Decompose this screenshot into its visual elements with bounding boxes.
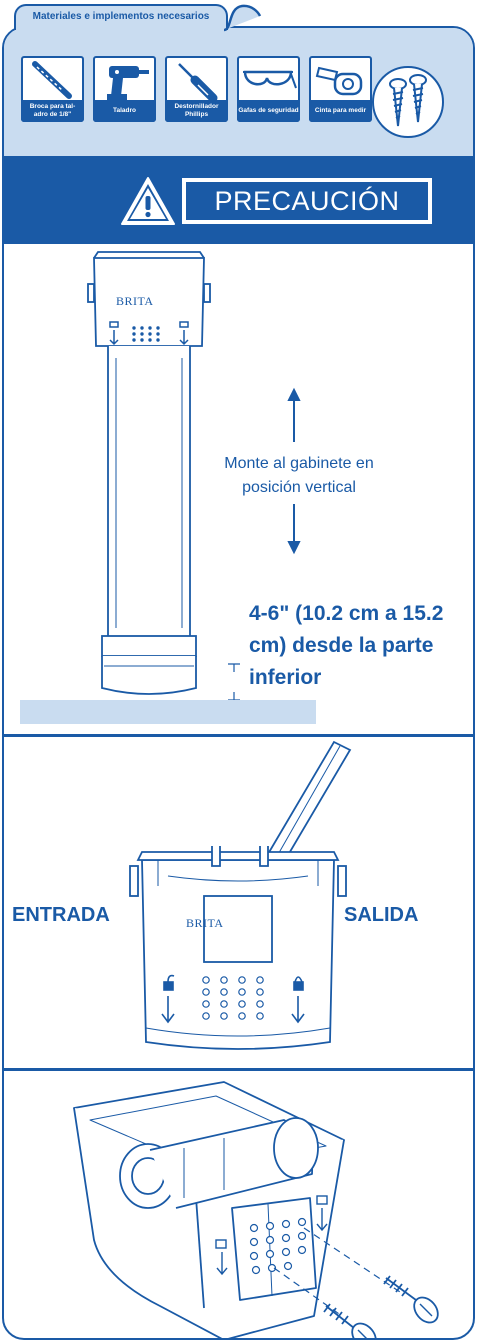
warning-icon	[121, 177, 175, 225]
brand-logo-step2: BRITA	[186, 916, 224, 931]
instruction-frame: Broca para tal- adro de 1/8" Taladro Des…	[2, 26, 475, 1340]
cabinet-floor	[20, 700, 316, 724]
filter-bracket-isometric	[73, 1081, 439, 1338]
filter-housing-vertical	[87, 251, 211, 695]
outlet-label: SALIDA	[344, 904, 419, 926]
tool-card-screwdriver: Destornillador Phillips	[165, 56, 228, 122]
tape-measure-icon	[315, 66, 363, 96]
tool-label: Broca para tal- adro de 1/8"	[21, 100, 84, 122]
tool-card-tape: Cinta para medir	[309, 56, 372, 122]
screws-icon	[389, 74, 427, 127]
brand-logo-step1: BRITA	[116, 294, 154, 309]
goggles-icon	[243, 70, 297, 89]
screws-circle	[372, 66, 444, 138]
tab-hook-icon	[223, 4, 262, 32]
panel-divider	[4, 734, 473, 737]
vertical-arrows-icon	[287, 387, 301, 555]
distance-marker-icon	[228, 663, 240, 701]
brand-text: BRITA	[116, 294, 154, 308]
panel-divider	[4, 1068, 473, 1071]
distance-instruction: 4-6" (10.2 cm a 15.2 cm) desde la parte …	[249, 602, 444, 689]
inlet-label: ENTRADA	[12, 904, 110, 926]
materials-tab: Materiales e implementos necesarios	[14, 4, 228, 30]
tool-card-drill-bit: Broca para tal- adro de 1/8"	[21, 56, 84, 122]
mount-instruction: Monte al gabinete en posición vertical	[224, 455, 374, 496]
tool-card-goggles: Gafas de seguridad	[237, 56, 300, 122]
tool-label: Gafas de seguridad	[237, 100, 300, 122]
tool-card-drill: Taladro	[93, 56, 156, 122]
screwdriver-icon	[178, 63, 218, 102]
tool-label: Destornillador Phillips	[165, 100, 228, 122]
brand-text: BRITA	[186, 916, 224, 930]
tool-label: Cinta para medir	[309, 100, 372, 122]
materials-title: Materiales e implementos necesarios	[32, 11, 210, 22]
caution-label: PRECAUCIÓN	[186, 182, 428, 220]
drill-icon	[107, 66, 149, 100]
tool-label: Taladro	[93, 100, 156, 122]
drill-bit-icon	[32, 61, 72, 99]
filter-bracket-front	[129, 846, 347, 1050]
caution-box: PRECAUCIÓN	[182, 178, 432, 224]
